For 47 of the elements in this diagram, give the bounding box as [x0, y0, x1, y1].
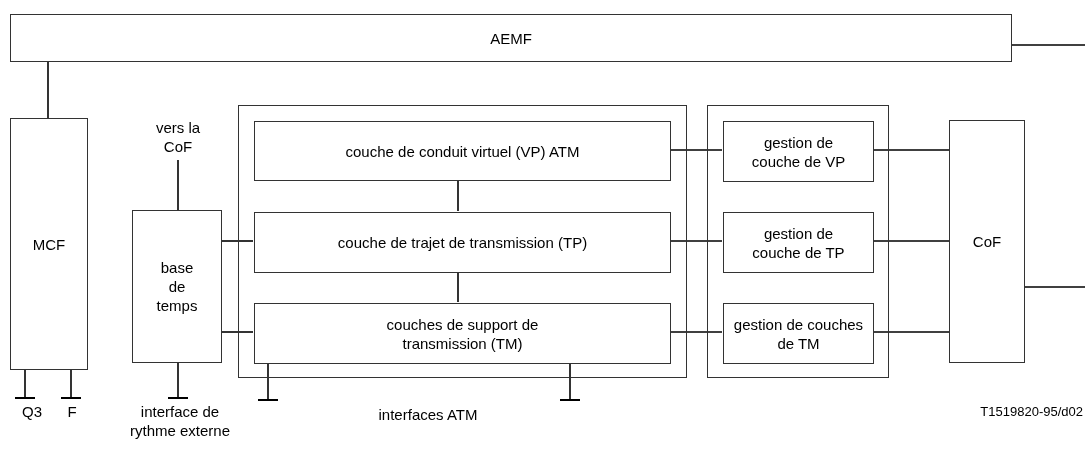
interface-label: interface de rythme externe: [128, 402, 231, 440]
node-label: couches de support de transmission (TM): [385, 314, 540, 353]
interface-line: [559, 362, 581, 401]
group-frame: [707, 105, 889, 378]
node-label: gestion de couche de VP: [750, 132, 847, 171]
node-label: couche de conduit virtuel (VP) ATM: [345, 141, 580, 161]
node-label: couche de trajet de transmission (TP): [337, 233, 588, 252]
connector-line: [457, 179, 459, 212]
connector-line: [47, 61, 49, 119]
interface-line: [167, 362, 189, 399]
node-label: CoF: [972, 232, 1002, 251]
interface-line: [257, 362, 279, 401]
layer-box: [254, 303, 671, 364]
connector-line: [872, 240, 950, 242]
node-label: MCF: [32, 234, 66, 254]
layer-box: [254, 121, 671, 181]
management-box: [723, 212, 874, 273]
function-block: [132, 210, 222, 363]
interface-line: [14, 369, 36, 399]
note-text: vers la CoF: [154, 118, 202, 156]
interface-line: [60, 369, 82, 399]
figure-code: T1519820-95/d02: [980, 403, 1083, 421]
function-block: [949, 120, 1025, 363]
function-block: [10, 118, 88, 370]
connector-line: [177, 159, 179, 211]
connector-line: [1011, 44, 1085, 46]
connector-line: [669, 149, 723, 151]
connector-line: [457, 271, 459, 303]
node-label: gestion de couche de TP: [751, 223, 846, 262]
connector-line: [1024, 286, 1085, 288]
management-box: [723, 121, 874, 182]
interface-label: F: [67, 402, 77, 421]
group-frame: [238, 105, 687, 378]
connector-line: [221, 240, 254, 242]
node-label: gestion de couches de TM: [732, 314, 865, 353]
node-label: AEMF: [490, 28, 532, 48]
connector-line: [669, 331, 723, 333]
function-block: [10, 14, 1012, 62]
node-label: base de temps: [155, 258, 199, 315]
connector-line: [221, 331, 254, 333]
connector-line: [669, 240, 723, 242]
layer-box: [254, 212, 671, 273]
interface-label: Q3: [22, 402, 42, 421]
interface-label: interfaces ATM: [377, 405, 479, 425]
management-box: [723, 303, 874, 364]
connector-line: [872, 331, 950, 333]
connector-line: [872, 149, 950, 151]
